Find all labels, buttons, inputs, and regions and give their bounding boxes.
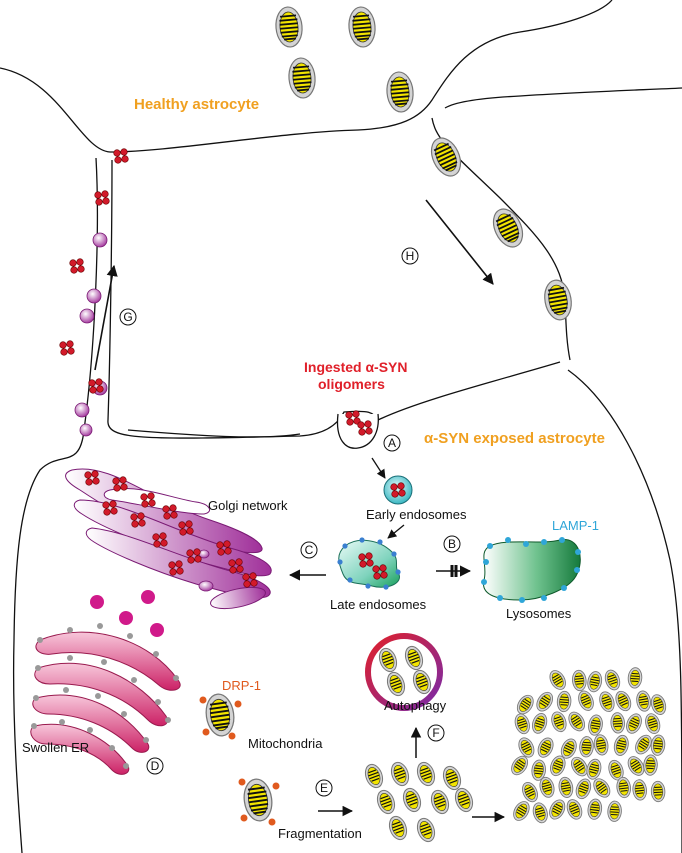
label-ingested-line2: oligomers (318, 376, 385, 392)
cluster-mitochondrion (606, 800, 623, 823)
cluster-mitochondrion (612, 688, 635, 714)
cluster-mitochondrion (512, 711, 533, 737)
cluster-mitochondrion (563, 796, 586, 822)
svg-text:G: G (123, 310, 132, 324)
drp1-mitochondria (199, 691, 280, 826)
cluster-mitochondrion (515, 734, 538, 761)
svg-text:E: E (320, 781, 328, 795)
cluster-mitochondrion (648, 692, 669, 717)
label-lysosomes: Lysosomes (506, 606, 572, 621)
cluster-mitochondrion (634, 689, 653, 713)
cluster-mitochondrion (631, 778, 649, 802)
cluster-mitochondrion (556, 775, 575, 800)
cluster-mitochondrion (649, 733, 667, 757)
arrow-a (371, 457, 386, 479)
autophagosome (365, 633, 443, 711)
cluster-mitochondrion (602, 667, 623, 693)
cluster-mitochondrion (546, 796, 569, 823)
early-endosome (383, 475, 413, 505)
label-lamp1: LAMP-1 (552, 518, 599, 533)
cluster-mitochondrion (546, 667, 570, 693)
mitochondria-cluster (507, 666, 669, 825)
label-autophagy: Autophagy (384, 698, 447, 713)
cluster-mitochondrion (609, 711, 626, 735)
cluster-mitochondrion (584, 757, 604, 782)
step-h: H (401, 247, 419, 265)
cluster-mitochondrion (642, 711, 663, 736)
fragmented-mitochondria (361, 759, 477, 845)
arrow-b-blocked (436, 565, 472, 577)
tunnel-vesicles (59, 148, 129, 437)
cluster-mitochondrion (611, 733, 631, 758)
label-drp1: DRP-1 (222, 678, 261, 693)
label-fragmentation: Fragmentation (278, 826, 362, 841)
cluster-mitochondrion (592, 733, 611, 757)
label-early-endosomes: Early endosomes (366, 507, 467, 522)
cluster-mitochondrion (586, 797, 604, 821)
label-ingested-line1: Ingested α-SYN (304, 359, 408, 375)
cluster-mitochondrion (556, 690, 573, 713)
late-endosome (337, 537, 401, 590)
cluster-mitochondrion (565, 708, 589, 735)
cluster-mitochondrion (573, 776, 594, 802)
cluster-mitochondrion (578, 735, 595, 758)
step-d: D (146, 757, 164, 775)
cluster-mitochondrion (623, 711, 645, 737)
label-swollen-er: Swollen ER (22, 740, 89, 755)
cluster-mitochondrion (530, 800, 551, 825)
cluster-mitochondrion (586, 713, 605, 737)
svg-text:A: A (388, 436, 396, 450)
cluster-mitochondrion (529, 711, 550, 736)
swollen-er (30, 623, 181, 775)
label-late-endosomes: Late endosomes (330, 597, 427, 612)
golgi-network (65, 468, 272, 610)
golgi-vesicles (90, 590, 164, 637)
step-a: A (383, 434, 401, 452)
arrow-early-late (387, 524, 405, 539)
label-golgi-network: Golgi network (208, 498, 288, 513)
cluster-mitochondrion (534, 734, 557, 761)
step-g: G (119, 308, 137, 326)
arrow-g (94, 264, 118, 371)
cluster-mitochondrion (575, 688, 597, 714)
cluster-mitochondrion (513, 691, 538, 718)
svg-text:B: B (448, 537, 456, 551)
label-mitochondria: Mitochondria (248, 736, 323, 751)
cluster-mitochondrion (533, 688, 557, 715)
cluster-mitochondrion (585, 669, 604, 694)
cluster-mitochondrion (650, 780, 666, 803)
svg-text:D: D (151, 759, 160, 773)
arrow-h (425, 199, 494, 285)
cluster-mitochondrion (642, 754, 659, 777)
step-b: B (443, 535, 461, 553)
cluster-mitochondrion (626, 666, 644, 690)
svg-text:F: F (432, 726, 439, 740)
svg-text:H: H (406, 249, 415, 263)
svg-text:C: C (305, 543, 314, 557)
cluster-mitochondrion (509, 798, 533, 824)
step-f: F (427, 724, 445, 742)
step-markers: A B C D E F G H (119, 247, 461, 797)
lysosome (481, 537, 581, 603)
cluster-mitochondrion (548, 709, 570, 735)
endocytic-vesicle (336, 410, 379, 449)
cluster-mitochondrion (519, 779, 541, 805)
top-mitochondria (273, 5, 576, 323)
label-healthy-astrocyte: Healthy astrocyte (134, 96, 259, 113)
step-e: E (315, 779, 333, 797)
cluster-mitochondrion (596, 689, 618, 715)
label-exposed-astrocyte: α-SYN exposed astrocyte (424, 430, 605, 447)
step-c: C (300, 541, 318, 559)
cluster-mitochondrion (570, 669, 588, 692)
